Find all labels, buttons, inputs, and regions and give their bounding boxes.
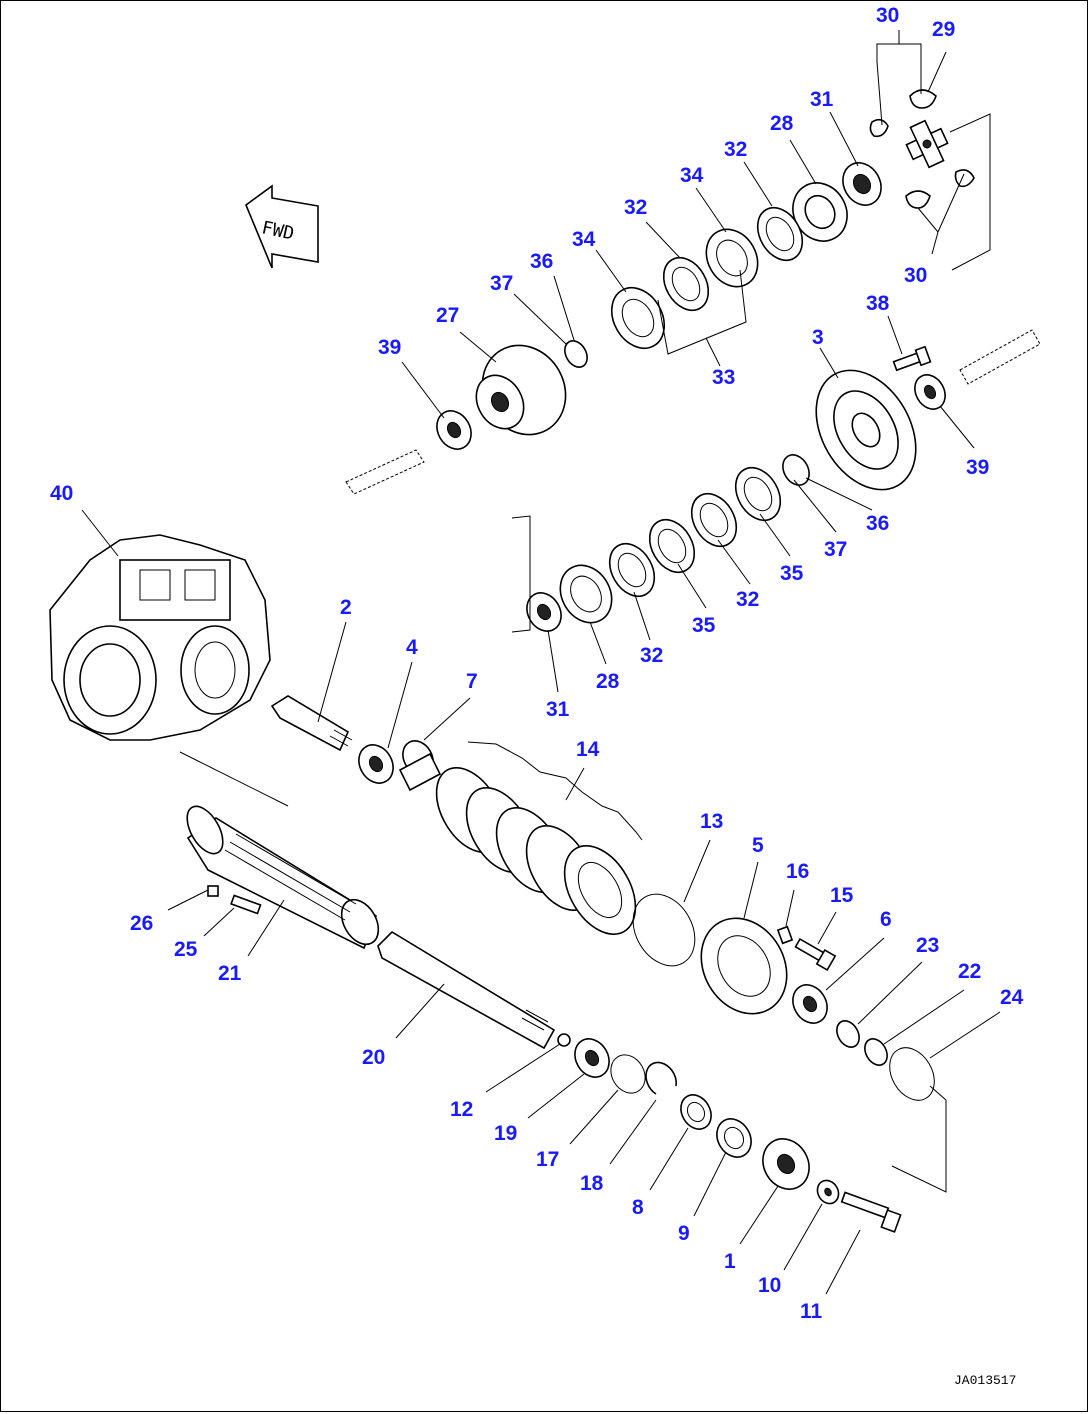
label-31-top: 31 xyxy=(810,88,834,111)
label-32-c: 32 xyxy=(736,588,759,611)
label-15: 15 xyxy=(830,884,854,907)
label-35-a: 35 xyxy=(780,562,804,585)
ring-gear-icon xyxy=(815,369,917,491)
sun-gear-icon-19 xyxy=(574,1038,610,1078)
label-40: 40 xyxy=(50,482,73,505)
label-16: 16 xyxy=(786,860,809,883)
drawing-code: JA013517 xyxy=(954,1373,1016,1388)
bearing-icon-4 xyxy=(358,744,394,784)
shaft-stub-left-icon xyxy=(345,449,425,495)
label-12: 12 xyxy=(450,1098,473,1121)
label-19: 19 xyxy=(494,1122,517,1145)
label-35-b: 35 xyxy=(692,614,716,637)
label-25: 25 xyxy=(174,938,198,961)
o-ring-icon-24 xyxy=(889,1047,935,1101)
label-34-top-b: 34 xyxy=(572,228,596,251)
label-37-bottom: 37 xyxy=(824,538,847,561)
collar-icon-7 xyxy=(398,740,442,792)
label-34-top-a: 34 xyxy=(680,164,704,187)
label-11: 11 xyxy=(800,1300,823,1323)
label-39-left: 39 xyxy=(378,336,401,359)
shaft-stub-right-icon xyxy=(959,329,1041,385)
label-22: 22 xyxy=(958,960,981,983)
label-2: 2 xyxy=(340,596,352,619)
axle-housing-icon xyxy=(49,534,271,741)
bearing-icon-left xyxy=(436,410,472,450)
bolt-icon-25 xyxy=(230,894,262,915)
label-32-d: 32 xyxy=(640,644,663,667)
lower-plates-icon xyxy=(526,454,810,632)
label-24: 24 xyxy=(1000,986,1024,1009)
label-3: 3 xyxy=(812,326,824,349)
label-18: 18 xyxy=(580,1172,604,1195)
fwd-arrow-icon: FWD xyxy=(245,184,319,269)
bolt-icon-11 xyxy=(840,1191,902,1233)
ball-icon-12 xyxy=(557,1033,571,1047)
label-39-right: 39 xyxy=(966,456,989,479)
o-ring-icon-13 xyxy=(632,893,696,967)
nut-icon-22 xyxy=(864,1038,888,1066)
label-1: 1 xyxy=(724,1250,736,1273)
snap-ring-icon-17 xyxy=(610,1054,646,1094)
part-labels: 30 29 31 28 32 34 32 34 36 37 27 39 33 3… xyxy=(50,4,1024,1323)
label-28-bottom: 28 xyxy=(596,670,620,693)
axle-tube-icon-21 xyxy=(186,805,380,950)
washer-icon-23 xyxy=(836,1020,860,1048)
label-33: 33 xyxy=(712,366,735,389)
label-13: 13 xyxy=(700,810,723,833)
label-14: 14 xyxy=(576,738,600,761)
label-26: 26 xyxy=(130,912,153,935)
label-6: 6 xyxy=(880,908,892,931)
friction-plate-icon xyxy=(610,206,804,349)
label-9: 9 xyxy=(678,1222,690,1245)
washer-icon-10 xyxy=(816,1179,840,1205)
bearing-icon-right xyxy=(914,374,946,410)
planetary-carrier-icon-5 xyxy=(700,917,788,1015)
bolt-icon-38 xyxy=(892,345,932,372)
differential-case-icon xyxy=(475,344,567,436)
label-32-top-b: 32 xyxy=(624,196,647,219)
label-8: 8 xyxy=(632,1196,644,1219)
coupling-icon-1 xyxy=(762,1138,810,1190)
bolt-icon-15 xyxy=(794,937,837,972)
bearing-icon xyxy=(842,162,882,206)
label-4: 4 xyxy=(406,636,418,659)
label-36-bottom: 36 xyxy=(866,512,889,535)
label-28-top: 28 xyxy=(770,112,794,135)
seal-icon-9 xyxy=(716,1118,752,1158)
brake-discs-icon-14 xyxy=(435,766,637,935)
label-5: 5 xyxy=(752,834,764,857)
plug-icon-16 xyxy=(776,925,794,945)
label-37-top: 37 xyxy=(490,272,513,295)
pin-icon-26 xyxy=(207,885,219,897)
washer-icon-8 xyxy=(680,1094,712,1130)
label-32-top-a: 32 xyxy=(724,138,747,161)
label-10: 10 xyxy=(758,1274,781,1297)
label-36-top: 36 xyxy=(530,250,553,273)
thrust-washer-icon xyxy=(564,340,588,368)
label-29: 29 xyxy=(932,18,955,41)
label-38: 38 xyxy=(866,292,890,315)
label-31-bottom: 31 xyxy=(546,698,570,721)
axle-shaft-icon-20 xyxy=(377,930,556,1050)
shaft-icon-2 xyxy=(270,695,353,752)
label-7: 7 xyxy=(466,670,478,693)
snap-ring-icon-18 xyxy=(645,1061,678,1095)
label-21: 21 xyxy=(218,962,242,985)
leader-lines xyxy=(81,30,1001,1295)
pinion-gear-icon xyxy=(869,89,975,209)
label-30-bottom: 30 xyxy=(904,264,927,287)
label-27: 27 xyxy=(436,304,459,327)
label-23: 23 xyxy=(916,934,939,957)
label-20: 20 xyxy=(362,1046,385,1069)
label-17: 17 xyxy=(536,1148,559,1171)
bearing-icon-6 xyxy=(792,984,828,1024)
label-30-top: 30 xyxy=(876,4,899,27)
spider-cross-icon xyxy=(905,119,949,169)
